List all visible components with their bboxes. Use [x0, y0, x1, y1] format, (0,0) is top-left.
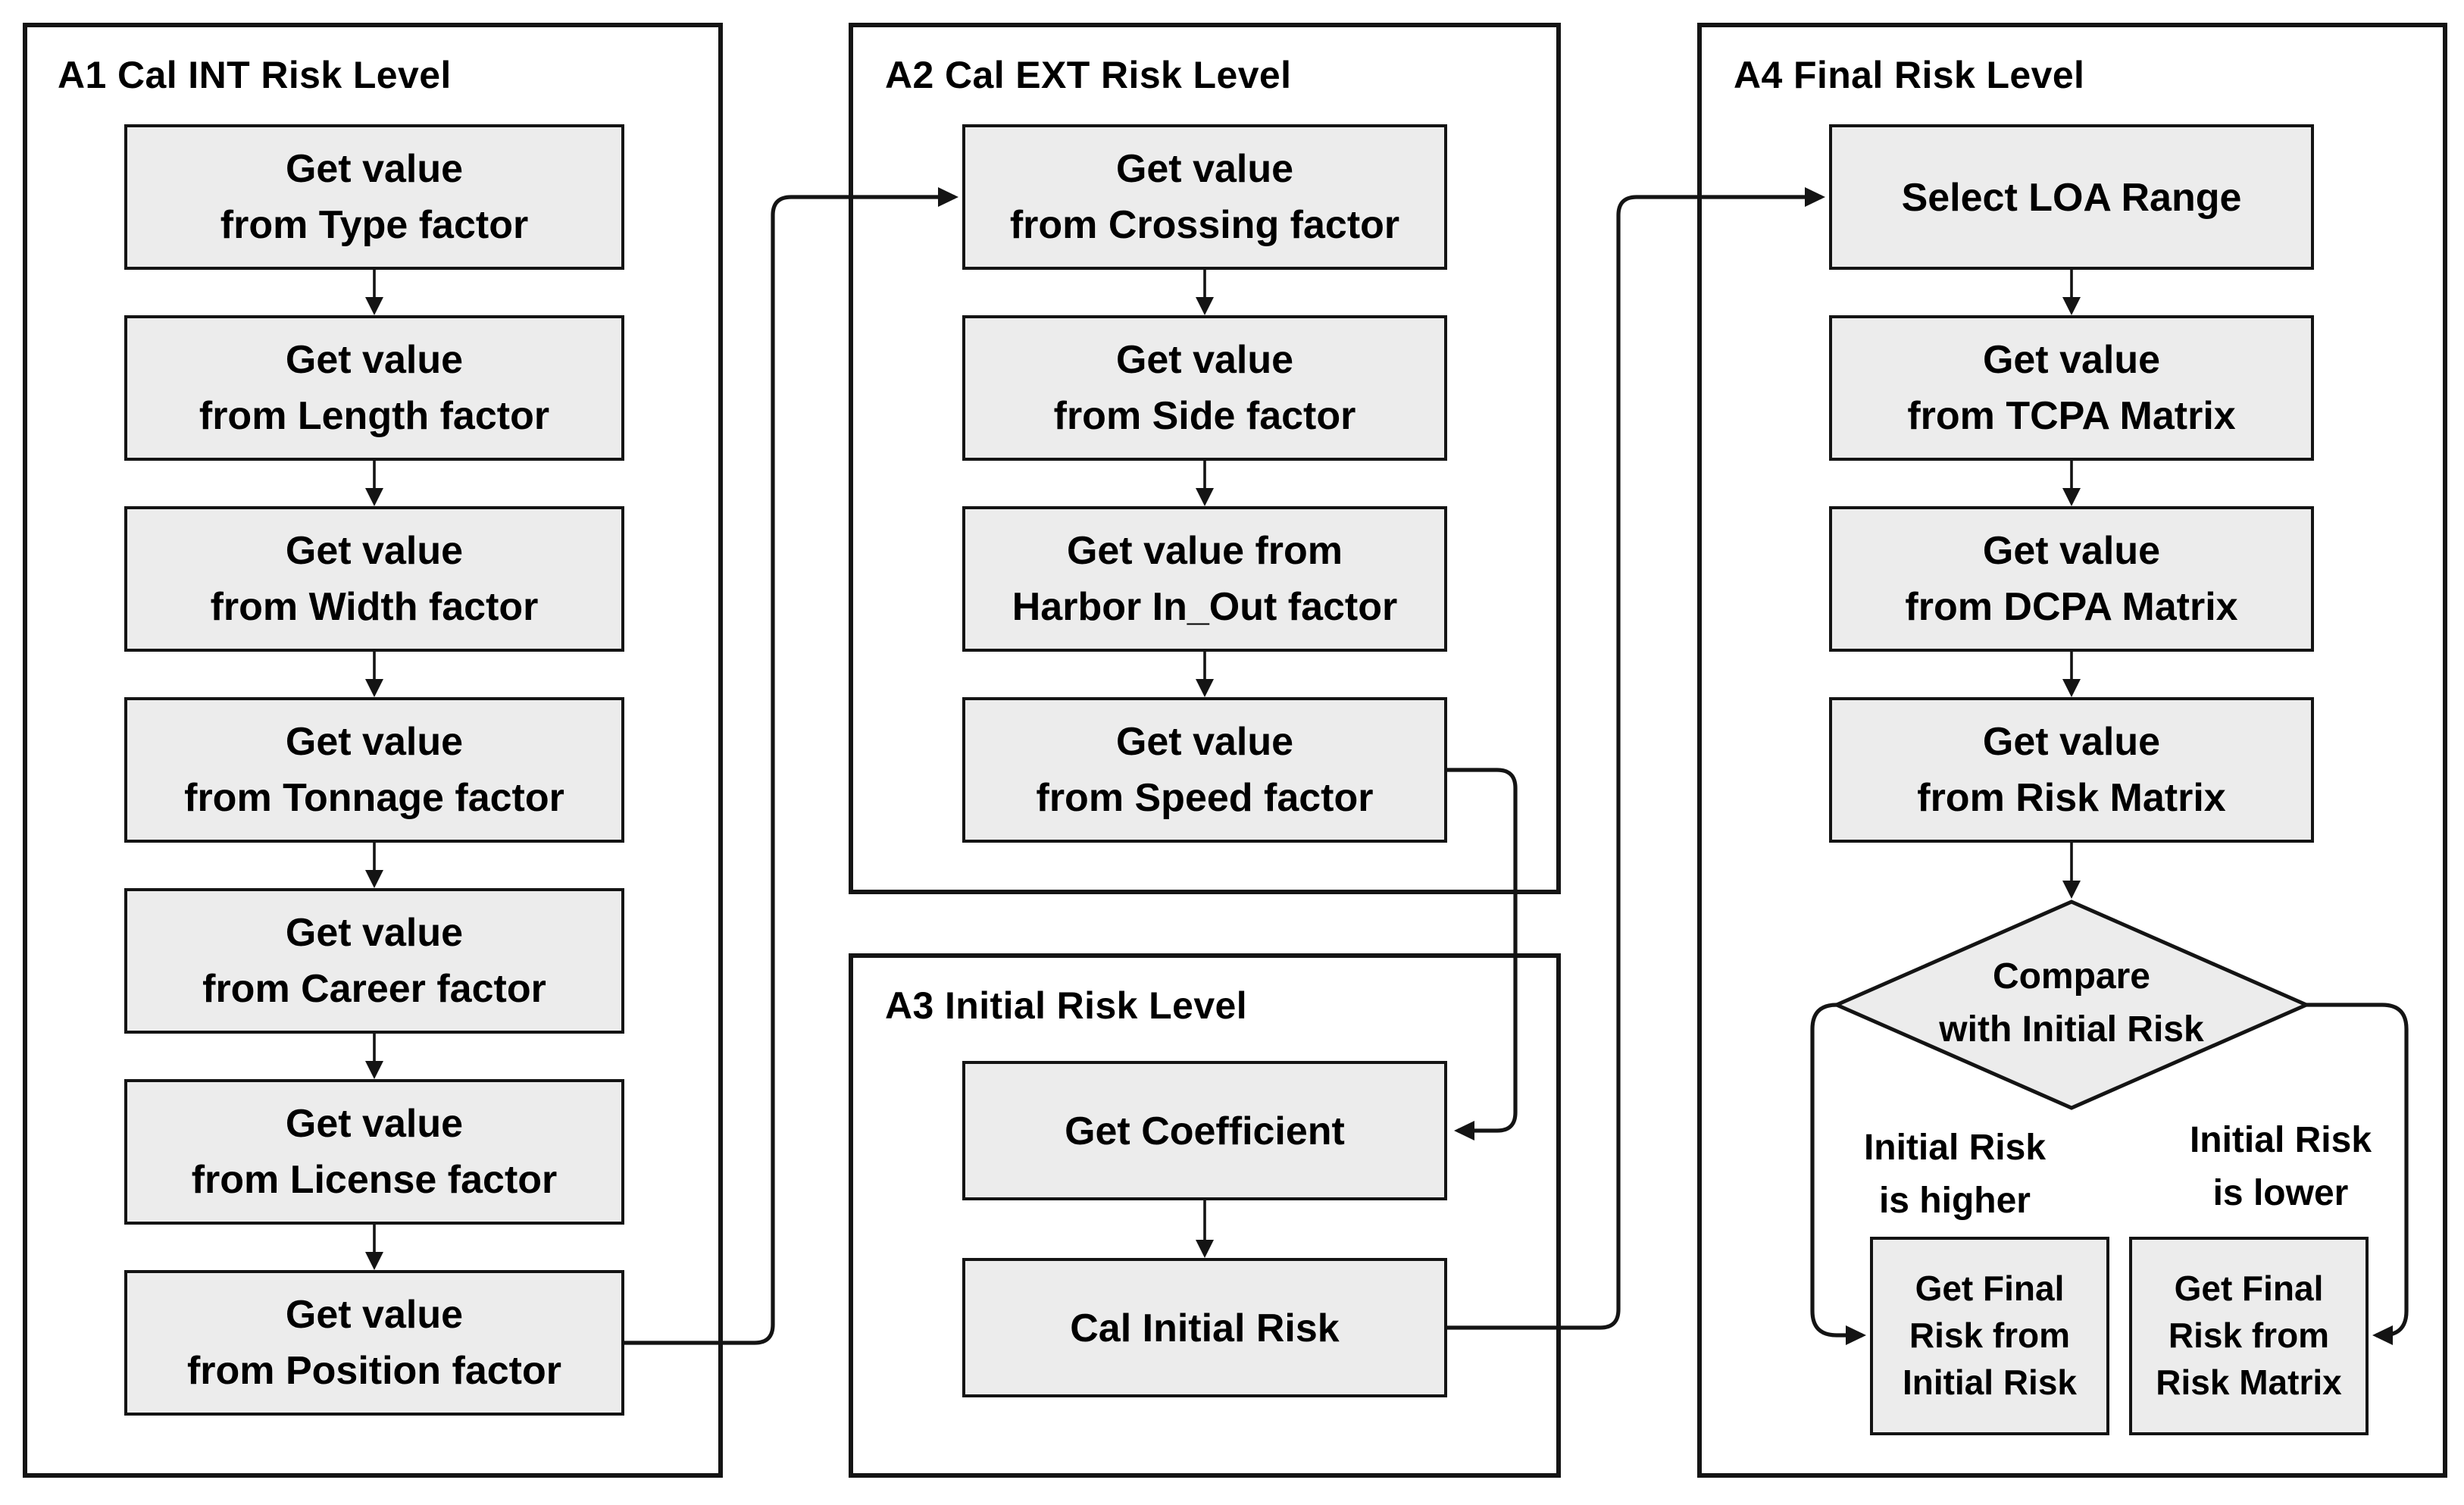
- node-type-factor: Get value from Type factor: [124, 124, 624, 270]
- node-tonnage-factor-label: Get value from Tonnage factor: [184, 718, 564, 820]
- node-get-coefficient: Get Coefficient: [962, 1061, 1447, 1200]
- node-risk-matrix-label: Get value from Risk Matrix: [1917, 718, 2226, 820]
- node-type-factor-label: Get value from Type factor: [220, 145, 529, 247]
- node-license-factor-label: Get value from License factor: [191, 1100, 558, 1202]
- node-final-risk-from-risk-matrix-label: Get Final Risk from Risk Matrix: [2156, 1268, 2342, 1403]
- node-speed-factor: Get value from Speed factor: [962, 697, 1447, 843]
- node-tonnage-factor: Get value from Tonnage factor: [124, 697, 624, 843]
- node-width-factor: Get value from Width factor: [124, 506, 624, 652]
- node-dcpa-matrix: Get value from DCPA Matrix: [1829, 506, 2314, 652]
- node-length-factor: Get value from Length factor: [124, 315, 624, 461]
- node-length-factor-label: Get value from Length factor: [199, 336, 550, 438]
- node-dcpa-matrix-label: Get value from DCPA Matrix: [1905, 527, 2238, 629]
- node-risk-matrix: Get value from Risk Matrix: [1829, 697, 2314, 843]
- node-harbor-in-out-factor: Get value from Harbor In_Out factor: [962, 506, 1447, 652]
- node-position-factor: Get value from Position factor: [124, 1270, 624, 1416]
- branch-label-initial-risk-lower: Initial Risk is lower: [2189, 1120, 2372, 1214]
- node-harbor-in-out-factor-label: Get value from Harbor In_Out factor: [1012, 527, 1398, 629]
- container-title-a3: A3 Initial Risk Level: [885, 985, 1248, 1028]
- node-crossing-factor-label: Get value from Crossing factor: [1009, 145, 1400, 247]
- node-crossing-factor: Get value from Crossing factor: [962, 124, 1447, 270]
- node-position-factor-label: Get value from Position factor: [186, 1291, 561, 1393]
- node-license-factor: Get value from License factor: [124, 1079, 624, 1225]
- node-side-factor-label: Get value from Side factor: [1053, 336, 1356, 438]
- node-tcpa-matrix: Get value from TCPA Matrix: [1829, 315, 2314, 461]
- container-a3-initial-risk: [849, 953, 1561, 1478]
- node-side-factor: Get value from Side factor: [962, 315, 1447, 461]
- node-final-risk-from-initial-risk: Get Final Risk from Initial Risk: [1870, 1237, 2109, 1435]
- node-speed-factor-label: Get value from Speed factor: [1036, 718, 1374, 820]
- container-title-a4: A4 Final Risk Level: [1734, 55, 2085, 97]
- node-cal-initial-risk: Cal Initial Risk: [962, 1258, 1447, 1397]
- node-select-loa-range: Select LOA Range: [1829, 124, 2314, 270]
- container-title-a1: A1 Cal INT Risk Level: [58, 55, 452, 97]
- node-final-risk-from-risk-matrix: Get Final Risk from Risk Matrix: [2129, 1237, 2369, 1435]
- node-select-loa-range-label: Select LOA Range: [1901, 174, 2242, 220]
- container-title-a2: A2 Cal EXT Risk Level: [885, 55, 1292, 97]
- node-career-factor-label: Get value from Career factor: [202, 909, 546, 1011]
- node-tcpa-matrix-label: Get value from TCPA Matrix: [1907, 336, 2236, 438]
- node-cal-initial-risk-label: Cal Initial Risk: [1070, 1304, 1340, 1350]
- node-width-factor-label: Get value from Width factor: [210, 527, 539, 629]
- decision-compare-label: Compare with Initial Risk: [1939, 956, 2204, 1050]
- branch-label-initial-risk-higher: Initial Risk is higher: [1863, 1128, 2047, 1222]
- node-final-risk-from-initial-risk-label: Get Final Risk from Initial Risk: [1902, 1268, 2078, 1403]
- node-career-factor: Get value from Career factor: [124, 888, 624, 1034]
- node-get-coefficient-label: Get Coefficient: [1065, 1107, 1345, 1153]
